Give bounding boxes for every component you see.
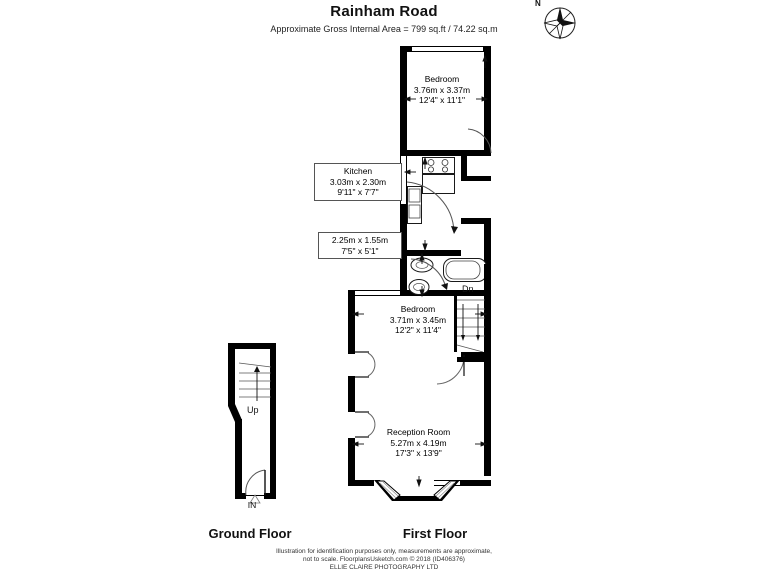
- ff-closet-wall-bottom: [461, 176, 491, 181]
- ff-staircase-down: [456, 299, 485, 353]
- room-dimensions-imperial: 9'11" x 7'7": [337, 187, 379, 197]
- footer-line-3: ELLIE CLAIRE PHOTOGRAPHY LTD: [329, 564, 439, 572]
- footer-line-2: not to scale. FloorplansUsketch.com © 20…: [303, 556, 465, 564]
- ff-kitchen-counter: [422, 174, 455, 194]
- ff-bedroom-lower-wall-left: [348, 296, 355, 354]
- gf-wall-top: [228, 343, 276, 349]
- gross-internal-area-subtitle: Approximate Gross Internal Area = 799 sq…: [270, 24, 498, 34]
- room-dimensions-metric: 2.25m x 1.55m: [331, 235, 389, 245]
- ff-kitchen-dim-arrows: [403, 156, 428, 252]
- room-name: Bedroom: [400, 304, 436, 314]
- ground-floor-plan: Up: [228, 343, 290, 504]
- room-dimensions-imperial: 7'5" x 5'1": [341, 245, 379, 256]
- gf-wall-right: [270, 343, 276, 499]
- room-label-bedroom-lower: Bedroom 3.71m x 3.45m 12'2" x 11'4": [368, 304, 468, 336]
- ff-reception-wall-bottom-right: [460, 480, 491, 486]
- room-dimensions-metric: 3.71m x 3.45m: [389, 314, 447, 325]
- compass-north-label: N: [535, 0, 541, 8]
- ff-bedroom-lower-wall-right: [484, 264, 491, 362]
- ff-bedroom-lower-wall-left-a: [348, 290, 355, 296]
- footer-disclaimer: Illustration for identification purposes…: [0, 548, 768, 573]
- page-title: Rainham Road: [330, 3, 438, 20]
- ff-stair-wall-bottom: [461, 352, 491, 357]
- ff-kitchen-wall-bottom: [400, 250, 461, 256]
- first-floor-plan: Bedroom 3.76m x 3.37m 12'4" x 11'1" Ki: [314, 46, 508, 506]
- ff-kitchen-door-swing: [406, 181, 458, 234]
- ff-bedroom-top-window: [412, 46, 483, 52]
- ff-reception-dim-arrows: [351, 441, 488, 488]
- ff-reception-wall-bottom-left: [348, 480, 374, 486]
- room-label-bathroom: 2.25m x 1.55m 7'5" x 5'1": [318, 232, 402, 259]
- ff-bedroom-top-wall-left: [400, 46, 407, 156]
- ff-kitchen-hob-burners-icon: [427, 159, 449, 173]
- footer-line-1: Illustration for identification purposes…: [276, 548, 492, 555]
- gf-wall-left-upper: [228, 343, 235, 403]
- room-dimensions-metric: 5.27m x 4.19m: [390, 437, 447, 448]
- gf-entrance-door-swing: [245, 469, 266, 496]
- ground-floor-label: Ground Floor: [208, 526, 292, 541]
- room-dimensions-metric: 3.76m x 3.37m: [413, 84, 471, 95]
- room-label-reception-room: Reception Room 5.27m x 4.19m 17'3" x 13'…: [366, 427, 471, 459]
- ff-bathroom-wall-right: [484, 224, 491, 264]
- ff-reception-wall-right: [484, 362, 491, 476]
- ff-kitchen-hob: [422, 157, 455, 174]
- ff-bathroom-wall-left: [400, 250, 407, 296]
- ff-bathroom-door-swing: [410, 258, 448, 290]
- ff-reception-partition: [457, 357, 491, 362]
- ff-bedroom-top-dim-arrows: [403, 54, 489, 102]
- gf-staircase: [238, 362, 272, 401]
- room-name: Kitchen: [343, 166, 373, 176]
- ff-closet-wall-top: [461, 156, 467, 180]
- room-dimensions-metric: 3.03m x 2.30m: [329, 176, 387, 187]
- ff-bedroom-top-wall-bottom: [400, 150, 484, 156]
- ff-stairs-direction-label: Dn: [462, 284, 474, 294]
- ff-bedroom-top-wall-top-l: [400, 46, 412, 52]
- ff-reception-door-left: [355, 411, 376, 438]
- room-name: Reception Room: [386, 427, 451, 437]
- ff-bedroom-top-wall-top-r: [482, 46, 491, 52]
- ff-bedroom-lower-window: [355, 290, 400, 296]
- ff-kitchen-wall-left-top: [400, 150, 407, 156]
- ff-bathroom-bathtub-inner: [445, 260, 481, 280]
- gf-entrance-arrow-icon: [249, 494, 261, 504]
- ff-bathroom-wall-bottom: [400, 290, 484, 296]
- ff-reception-wall-left-upper: [348, 376, 355, 412]
- ff-kitchen-wall-right-upper: [454, 150, 461, 156]
- ff-bedroom-lower-door-left: [355, 351, 376, 378]
- gf-wall-left-lower: [235, 419, 242, 499]
- gf-entrance-label: IN: [247, 500, 257, 510]
- ff-bathroom-dim-arrows: [419, 252, 425, 298]
- room-label-kitchen: Kitchen 3.03m x 2.30m 9'11" x 7'7": [314, 163, 402, 201]
- ff-landing-wall-right: [484, 150, 491, 156]
- gf-stairs-direction-label: Up: [247, 405, 259, 415]
- ff-kitchen-tall-unit-detail: [408, 188, 421, 219]
- ff-stair-wall-left: [454, 296, 457, 352]
- gf-wall-bottom-left: [235, 493, 246, 499]
- ff-kitchen-wall-left-bottom: [400, 204, 407, 256]
- ff-kitchen-wall-right: [461, 150, 491, 156]
- ff-bathroom-wall-top: [461, 218, 491, 224]
- gf-wall-bottom-right: [264, 493, 276, 499]
- room-name: Bedroom: [424, 74, 460, 84]
- ff-landing-door-swing: [467, 128, 492, 154]
- ff-bay-window: [374, 480, 460, 501]
- room-dimensions-imperial: 12'2" x 11'4": [395, 325, 441, 335]
- first-floor-label: First Floor: [402, 526, 468, 541]
- room-dimensions-imperial: 17'3" x 13'9": [395, 448, 442, 458]
- compass-rose-icon: N: [535, 0, 580, 45]
- room-dimensions-imperial: 12'4" x 11'1": [419, 95, 465, 105]
- room-label-bedroom-top: Bedroom 3.76m x 3.37m 12'4" x 11'1": [400, 74, 484, 106]
- ff-bedroom-top-wall-right: [484, 46, 491, 156]
- ff-bedroom-lower-dim-arrows: [351, 311, 488, 317]
- ff-reception-wall-left-lower: [348, 438, 355, 486]
